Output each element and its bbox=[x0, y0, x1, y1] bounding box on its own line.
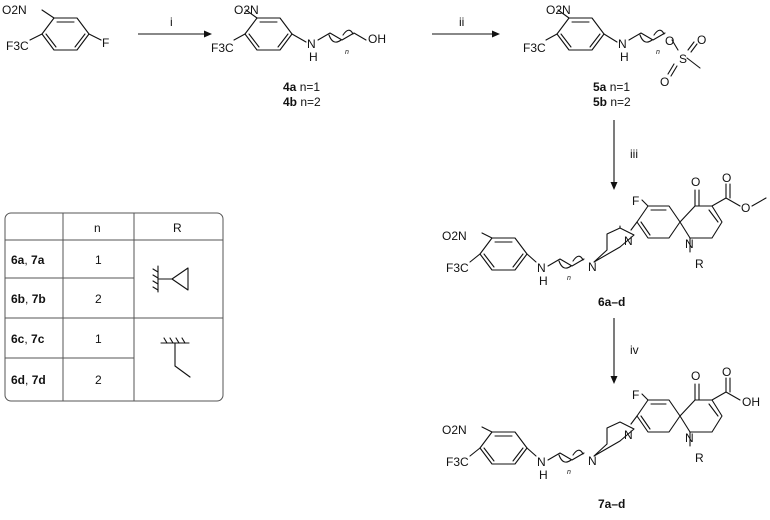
ester-oxygen: O bbox=[741, 201, 750, 215]
r-label: R bbox=[695, 257, 704, 271]
starting-material: O2N F3C F bbox=[2, 3, 109, 53]
row-3-n: 1 bbox=[95, 332, 102, 346]
step-i-arrow: i bbox=[138, 15, 212, 38]
header-n: n bbox=[94, 221, 101, 235]
nh-h-label: H bbox=[539, 468, 548, 482]
row-1-n: 1 bbox=[95, 253, 102, 267]
cf3-label: F3C bbox=[446, 455, 469, 469]
n-index: n bbox=[567, 469, 571, 476]
keto-oxygen: O bbox=[691, 369, 700, 383]
nh-h-label: H bbox=[309, 50, 318, 64]
piperazine-n1: N bbox=[588, 260, 597, 274]
step-ii-label: ii bbox=[459, 15, 464, 29]
step-iv-label: iv bbox=[630, 343, 639, 357]
cf3-label: F3C bbox=[446, 261, 469, 275]
sulfur-label: S bbox=[679, 52, 687, 66]
step-iii-arrow: iii bbox=[610, 120, 638, 190]
r-label: R bbox=[695, 451, 704, 465]
no2-label: O2N bbox=[442, 423, 467, 437]
compound-7-caption: 7a–d bbox=[598, 497, 625, 511]
step-iv-arrow: iv bbox=[610, 318, 639, 384]
sulfonyl-oxygen-1: O bbox=[697, 33, 706, 47]
piperazine-n4: N bbox=[624, 428, 633, 442]
no2-label: O2N bbox=[234, 3, 259, 17]
hydroxyl-label: OH bbox=[368, 32, 386, 46]
step-i-label: i bbox=[170, 15, 173, 29]
n-index: n bbox=[656, 49, 660, 56]
header-r: R bbox=[173, 221, 182, 235]
no2-label: O2N bbox=[2, 3, 27, 17]
ethyl-structure bbox=[160, 337, 191, 378]
substituent-table: n R 6a, 7a 1 6b, 7b 2 6c, 7c 1 6d, 7d 2 bbox=[4, 212, 224, 402]
quinolone-n: N bbox=[685, 237, 694, 251]
row-3-compounds: 6c, 7c bbox=[11, 332, 45, 346]
compound-4: O2N F3C N H n OH 4a n=1 4b n=2 bbox=[211, 3, 386, 109]
keto-oxygen: O bbox=[691, 175, 700, 189]
compound-4b-caption: 4b n=2 bbox=[283, 95, 321, 109]
fluoro-label: F bbox=[632, 194, 639, 208]
n-index: n bbox=[345, 49, 349, 56]
nh-h-label: H bbox=[539, 274, 548, 288]
quinolone-n: N bbox=[685, 431, 694, 445]
nh-label: N bbox=[307, 37, 316, 51]
row-1-compounds: 6a, 7a bbox=[11, 253, 45, 267]
cf3-label: F3C bbox=[523, 41, 546, 55]
fluoro-label: F bbox=[632, 388, 639, 402]
row-4-compounds: 6d, 7d bbox=[11, 373, 46, 387]
step-ii-arrow: ii bbox=[432, 15, 500, 38]
row-2-n: 2 bbox=[95, 292, 102, 306]
piperazine-n1: N bbox=[588, 454, 597, 468]
compound-4a-caption: 4a n=1 bbox=[283, 80, 320, 94]
nh-label: N bbox=[537, 455, 546, 469]
compound-5a-caption: 5a n=1 bbox=[593, 80, 630, 94]
cf3-label: F3C bbox=[6, 39, 29, 53]
sulfonyl-oxygen-2: O bbox=[660, 75, 669, 89]
compound-6: O2N F3C N H n N N F N R O O O 6a–d bbox=[442, 171, 767, 309]
no2-label: O2N bbox=[546, 3, 571, 17]
no2-label: O2N bbox=[442, 229, 467, 243]
carboxylic-oh: OH bbox=[742, 395, 760, 409]
n-index: n bbox=[567, 275, 571, 282]
row-2-compounds: 6b, 7b bbox=[11, 292, 46, 306]
ester-oxygen-label: O bbox=[665, 34, 674, 48]
nh-label: N bbox=[618, 37, 627, 51]
row-4-n: 2 bbox=[95, 373, 102, 387]
cyclopropyl-structure bbox=[152, 265, 189, 293]
compound-5: O2N F3C N H n O S O O 5a n=1 5b n=2 bbox=[523, 3, 706, 109]
compound-7: O2N F3C N H n N N F N R O O OH 7a–d bbox=[442, 365, 760, 511]
carbonyl-oxygen: O bbox=[722, 171, 731, 185]
piperazine-n4: N bbox=[624, 234, 633, 248]
fluoro-label: F bbox=[102, 36, 109, 50]
step-iii-label: iii bbox=[630, 147, 638, 161]
nh-h-label: H bbox=[620, 50, 629, 64]
nh-label: N bbox=[537, 261, 546, 275]
carbonyl-oxygen: O bbox=[722, 365, 731, 379]
compound-5b-caption: 5b n=2 bbox=[593, 95, 631, 109]
cf3-label: F3C bbox=[211, 41, 234, 55]
compound-6-caption: 6a–d bbox=[598, 295, 625, 309]
